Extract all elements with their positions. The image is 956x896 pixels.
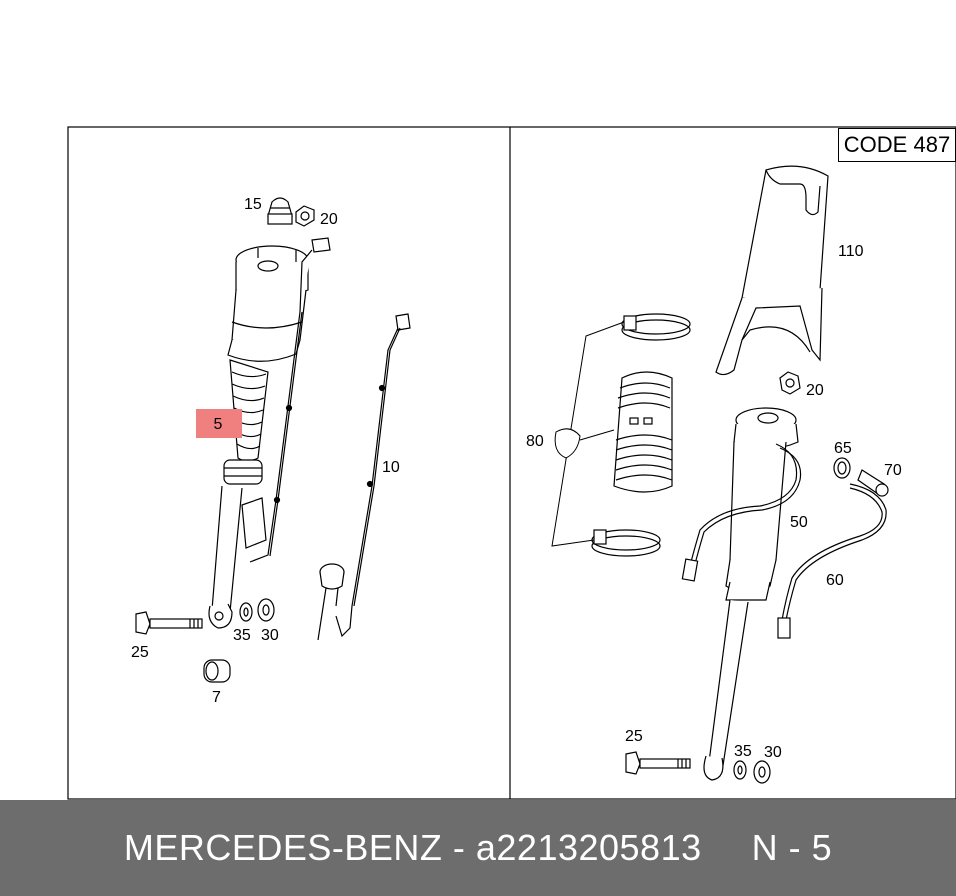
leader-80 xyxy=(551,321,625,547)
label-20-left: 20 xyxy=(320,211,338,228)
connector-top xyxy=(299,237,331,313)
bushing-part-7 xyxy=(203,659,231,683)
air-strut-assembly xyxy=(208,245,309,629)
label-7: 7 xyxy=(212,689,221,706)
label-50: 50 xyxy=(790,514,808,531)
nut-part-20-right xyxy=(779,371,801,395)
label-35-right: 35 xyxy=(734,743,752,760)
air-strut-right xyxy=(703,407,799,781)
washer-part-35-left xyxy=(239,602,253,622)
nut-part-20-left xyxy=(295,205,315,227)
clamp-lower-part-80 xyxy=(591,529,661,557)
footer-position: N - 5 xyxy=(751,827,833,868)
valve-part-70 xyxy=(857,469,889,497)
label-110: 110 xyxy=(838,243,864,260)
cover-part-110 xyxy=(715,165,829,376)
footer-bar: MERCEDES-BENZ - a2213205813 N - 5 xyxy=(0,800,956,896)
bolt-part-25-right xyxy=(625,751,691,775)
hose-part-50 xyxy=(681,443,802,582)
parts-diagram: 5 15 20 10 25 35 30 7 xyxy=(67,126,956,800)
label-15: 15 xyxy=(244,196,262,213)
nut-part-30-right xyxy=(753,760,771,784)
footer-part-number: MERCEDES-BENZ - a2213205813 xyxy=(123,827,702,868)
label-80: 80 xyxy=(526,433,544,450)
label-65: 65 xyxy=(834,440,852,457)
diagram-frame xyxy=(67,126,956,800)
clamp-upper-part-80 xyxy=(621,313,691,341)
highlight-marker xyxy=(196,409,242,438)
valve-part-15 xyxy=(267,197,293,225)
line-part-60 xyxy=(777,483,887,639)
label-25-right: 25 xyxy=(625,728,643,745)
label-20-right: 20 xyxy=(806,382,824,399)
label-35-left: 35 xyxy=(233,627,251,644)
washer-part-35-right xyxy=(733,760,747,780)
label-30-right: 30 xyxy=(764,744,782,761)
label-70: 70 xyxy=(884,462,902,479)
code-box: CODE 487 xyxy=(838,128,956,162)
label-25-left: 25 xyxy=(131,644,149,661)
bolt-part-25-left xyxy=(135,611,203,635)
nut-part-30-left xyxy=(257,598,275,622)
boot-part-80 xyxy=(613,371,673,493)
label-10: 10 xyxy=(382,459,400,476)
wiring-part-10 xyxy=(317,313,411,641)
oring-part-65 xyxy=(833,457,851,479)
label-60: 60 xyxy=(826,572,844,589)
label-30-left: 30 xyxy=(261,627,279,644)
highlight-label: 5 xyxy=(214,416,223,433)
